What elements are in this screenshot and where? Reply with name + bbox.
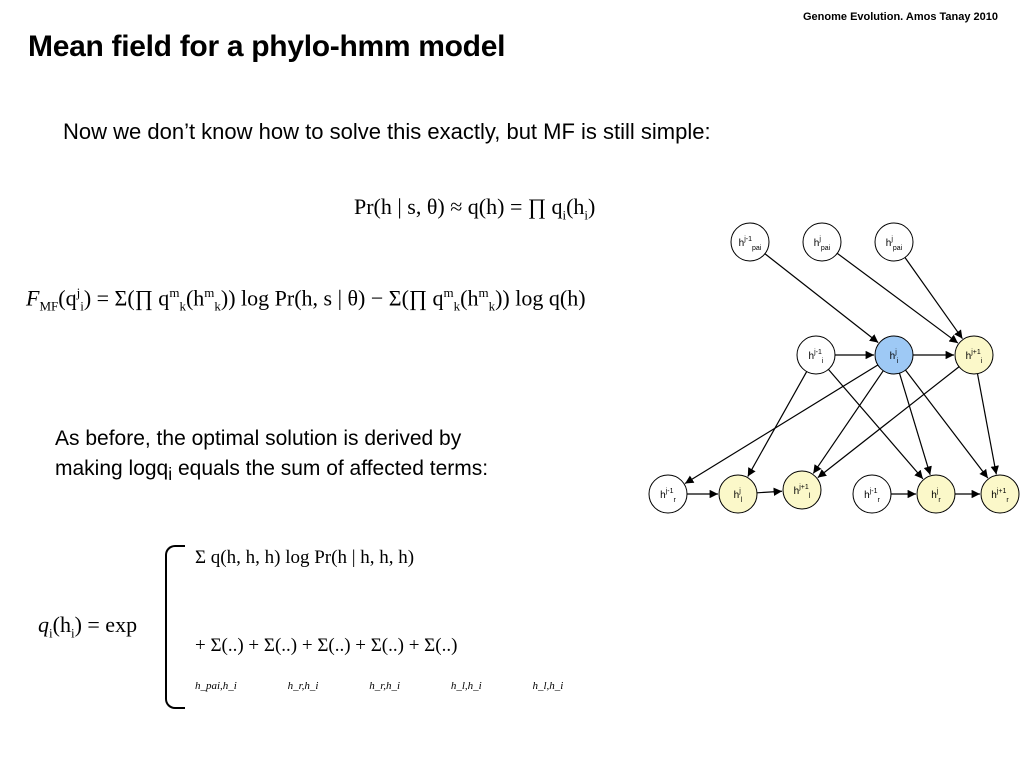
slide-credit: Genome Evolution. Amos Tanay 2010 [803, 11, 998, 23]
graph-node-n_top3: hjpai [874, 222, 914, 262]
edge-n_top3-n_mid3 [904, 257, 963, 340]
node-label: hj-1r [660, 488, 676, 504]
edge-n_mid2-n_bot1 [684, 364, 879, 485]
edge-n_mid1-n_bot2 [747, 371, 808, 477]
update-term-row-2: + Σ(..) + Σ(..) + Σ(..) + Σ(..) + Σ(..) [195, 635, 458, 656]
summation-subscripts: h_pai,h_i h_r,h_i h_r,h_i h_l,h_i h_l,h_… [195, 680, 564, 692]
edge-n_mid3-n_bot6 [976, 373, 999, 475]
phylo-hmm-graph: hj-1pai hjpai hjpai hj-1i hji hj+1i hj-1r hjl hj… [648, 222, 1020, 514]
node-label: hj-1i [809, 349, 824, 365]
edge-n_mid2-n_bot6 [905, 369, 989, 479]
graph-node-n_bot5: hjr [916, 474, 956, 514]
update-term-row-1: Σ q(h, h, h) log Pr(h | h, h, h) [195, 547, 415, 568]
edge-n_top2-n_mid3 [836, 252, 959, 344]
graph-node-n_top1: hj-1pai [730, 222, 770, 262]
graph-node-n_bot4: hj-1r [852, 474, 892, 514]
node-label: hjl [734, 488, 743, 504]
node-label: hj+1r [991, 488, 1009, 504]
edge-n_mid2-n_bot3 [812, 370, 884, 474]
edge-n_mid1-n_bot5 [827, 368, 924, 480]
body-line-1: As before, the optimal solution is deriv… [55, 427, 462, 450]
node-label: hjpai [814, 236, 831, 252]
equation-update-rhs: Σ q(h, h, h) log Pr(h | h, h, h) + Σ(..)… [165, 545, 675, 710]
graph-node-n_bot1: hj-1r [648, 474, 688, 514]
equation-approximation: Pr(h | s, θ) ≈ q(h) = ∏ qi(hi) [354, 194, 596, 223]
graph-node-n_mid3: hj+1i [954, 335, 994, 375]
graph-node-n_top2: hjpai [802, 222, 842, 262]
edge-n_mid3-n_bot3 [817, 366, 960, 479]
node-label: hj-1pai [739, 236, 762, 252]
graph-node-n_mid1: hj-1i [796, 335, 836, 375]
node-label: hjpai [886, 236, 903, 252]
graph-node-n_mid2: hji [874, 335, 914, 375]
edge-n_mid2-n_bot5 [898, 373, 932, 476]
intro-text: Now we don’t know how to solve this exac… [63, 119, 711, 144]
node-label: hjr [931, 488, 941, 504]
left-brace [165, 545, 185, 709]
slide-title: Mean field for a phylo-hmm model [28, 30, 506, 63]
graph-node-n_bot6: hj+1r [980, 474, 1020, 514]
graph-node-n_bot2: hjl [718, 474, 758, 514]
edge-n_top1-n_mid2 [764, 253, 879, 344]
graph-node-n_bot3: hj+1l [782, 470, 822, 510]
equation-update-lhs: qi(hi) = exp [38, 612, 138, 641]
node-label: hj-1r [864, 488, 880, 504]
body-line-2: making logqi equals the sum of affected … [55, 457, 489, 485]
edge-n_bot2-n_bot3 [756, 487, 783, 496]
equation-free-energy: FMF(qji) = Σ(∏ qmk(hmk)) log Pr(h, s | θ… [26, 285, 586, 314]
node-label: hji [890, 349, 899, 365]
body-text: As before, the optimal solution is deriv… [55, 424, 615, 489]
node-label: hj+1l [794, 484, 811, 500]
node-label: hj+1i [966, 349, 983, 365]
